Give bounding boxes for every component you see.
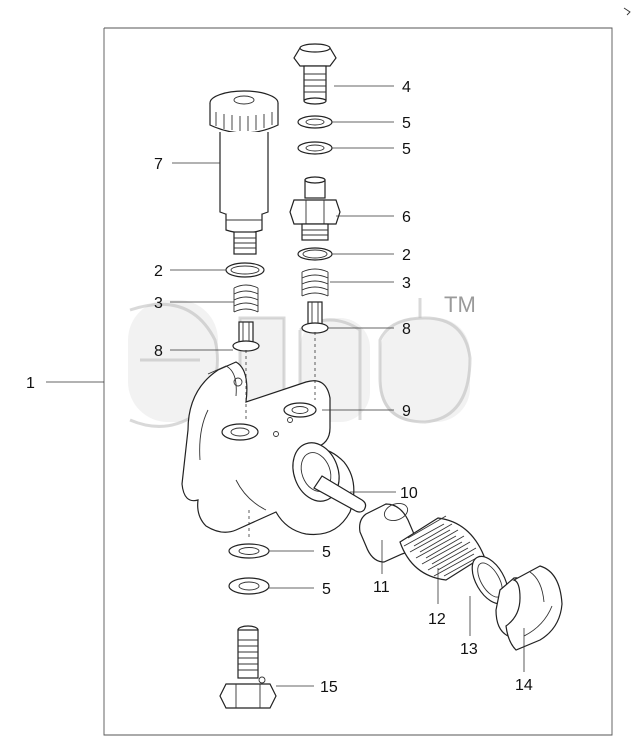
strainer-part [399,515,485,581]
label-valve-left: 8 [154,343,163,360]
washer-top-b [297,141,333,155]
sleeve-part [359,502,415,563]
label-banjo-bolt: 4 [402,79,411,96]
hand-primer-part [209,90,279,255]
washer-lower-a [228,543,270,559]
union-part [289,176,341,241]
label-banjo-bolt-lower: 15 [320,679,338,696]
banjo-bolt-part [293,43,337,105]
gasket-part [471,555,509,605]
valve-right [301,301,329,334]
label-washer-c: 5 [322,544,331,561]
callout-labels: 1 4 5 5 6 2 3 8 9 7 2 3 8 10 11 12 13 14… [26,79,533,696]
label-washer-a: 5 [402,115,411,132]
label-assembly: 1 [26,375,35,392]
plug-part [495,565,563,651]
label-spring-right: 3 [402,275,411,292]
label-washer-d: 5 [322,581,331,598]
assembly-frame [103,27,613,736]
label-washer-b: 5 [402,141,411,158]
ring-left [225,262,265,278]
label-ring-lower: 2 [154,263,163,280]
pump-body-part [181,361,355,536]
label-pushrod: 10 [400,485,418,502]
label-plug: 14 [515,677,533,694]
label-union: 6 [402,209,411,226]
label-spring-left: 3 [154,295,163,312]
label-body: 9 [402,403,411,420]
valve-left [232,321,260,352]
label-sleeve: 11 [373,579,390,596]
washer-top-a [297,115,333,129]
corner-mark [623,7,631,16]
label-gasket: 13 [460,641,478,658]
label-valve-right: 8 [402,321,411,338]
label-hand-primer: 7 [154,156,163,173]
watermark-tm: TM [444,292,476,317]
ring-right [297,247,333,261]
axis-lines [245,332,316,540]
label-strainer: 12 [428,611,446,628]
spring-right [301,268,329,297]
pushrod-part [313,475,367,513]
leader-lines [46,85,525,687]
label-ring-upper: 2 [402,247,411,264]
spring-left [233,284,259,313]
washer-lower-b [228,577,270,595]
banjo-bolt-lower-part [219,625,277,709]
